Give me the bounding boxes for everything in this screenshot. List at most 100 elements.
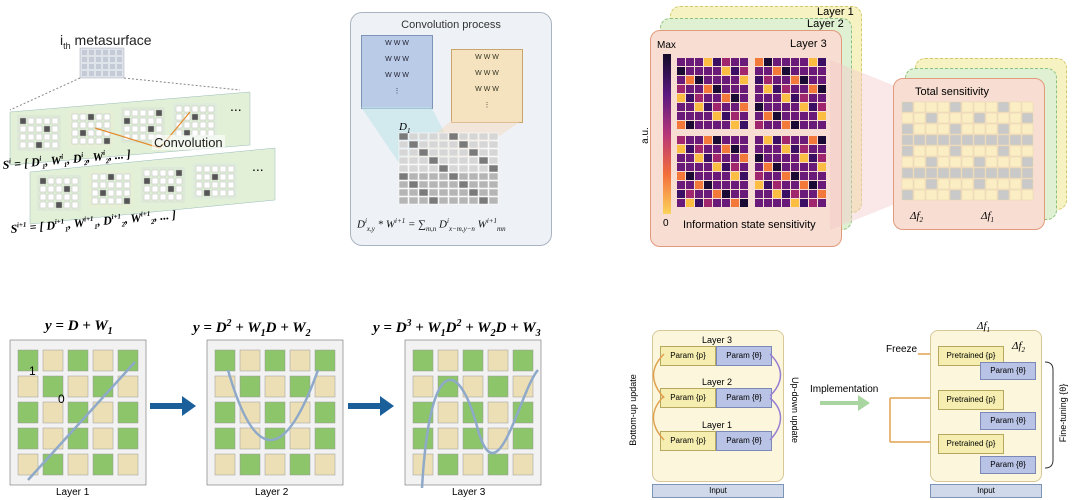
heatmap-cell bbox=[818, 121, 826, 129]
heatmap-cell bbox=[740, 76, 748, 84]
d1-cell bbox=[468, 188, 479, 197]
implementation-arrow bbox=[820, 401, 858, 405]
feature-tile-cell bbox=[79, 137, 87, 145]
heatmap-cell bbox=[722, 136, 730, 144]
heatmap-cell bbox=[755, 136, 763, 144]
sensitivity-cell bbox=[985, 145, 998, 157]
metasurface-cell bbox=[110, 57, 115, 62]
heatmap-cell bbox=[713, 58, 721, 66]
heatmap-cell bbox=[704, 121, 712, 129]
sensitivity-cell bbox=[937, 189, 950, 201]
d1-cell bbox=[408, 148, 419, 157]
heatmap-cell bbox=[722, 199, 730, 207]
unit-cell bbox=[67, 427, 89, 450]
feature-tile-cell bbox=[183, 113, 191, 121]
heatmap-cell bbox=[740, 181, 748, 189]
heatmap-cell bbox=[791, 154, 799, 162]
feature-tile-cell bbox=[79, 121, 87, 129]
feature-tile-cell bbox=[27, 141, 35, 149]
heatmap-cell bbox=[686, 163, 694, 171]
feature-tile-cell bbox=[71, 137, 79, 145]
heatmap-cell bbox=[782, 172, 790, 180]
d1-cell bbox=[458, 172, 469, 181]
heatmap-cell bbox=[755, 199, 763, 207]
heatmap-cell bbox=[695, 121, 703, 129]
unit-cell bbox=[67, 349, 89, 372]
d1-cell bbox=[428, 140, 439, 149]
feature-tile-cell bbox=[87, 113, 95, 121]
equation-layer2: y = D2 + W1D + W2 bbox=[193, 318, 311, 339]
heatmap-cell bbox=[782, 76, 790, 84]
heatmap-cell bbox=[704, 190, 712, 198]
unit-cell bbox=[117, 375, 139, 398]
feature-tile-cell bbox=[175, 105, 183, 113]
heatmap-cell bbox=[686, 154, 694, 162]
heatmap-cell bbox=[800, 190, 808, 198]
unit-cell bbox=[462, 349, 484, 372]
d1-cell bbox=[478, 180, 489, 189]
heatmap-cell bbox=[818, 190, 826, 198]
heatmap-cell bbox=[713, 172, 721, 180]
d1-cell bbox=[458, 196, 469, 205]
feature-tile-cell bbox=[91, 173, 99, 181]
heatmap-cell bbox=[731, 85, 739, 93]
convolution-formula: Dix,y * Wi+1 = ∑m,n Dix−m,y−n Wi+1mn bbox=[357, 217, 506, 233]
feature-tile-cell bbox=[167, 177, 175, 185]
d1-cell bbox=[438, 164, 449, 173]
d1-cell bbox=[458, 188, 469, 197]
unit-cell bbox=[67, 401, 89, 424]
feature-tile-cell bbox=[79, 113, 87, 121]
heatmap-cell bbox=[686, 103, 694, 111]
sensitivity-cell bbox=[973, 178, 986, 190]
unit-cell bbox=[487, 349, 509, 372]
sensitivity-cell bbox=[1009, 145, 1022, 157]
unit-cell bbox=[314, 401, 336, 424]
heatmap-cell bbox=[722, 163, 730, 171]
sensitivity-cell bbox=[913, 189, 926, 201]
feature-tile-cell bbox=[43, 125, 51, 133]
left-input-bar: Input bbox=[652, 484, 784, 498]
feature-tile-cell bbox=[99, 173, 107, 181]
heatmap-cell bbox=[791, 163, 799, 171]
freeze-label: Freeze bbox=[886, 344, 918, 355]
sensitivity-cell bbox=[901, 167, 914, 179]
feature-tile-cell bbox=[123, 189, 131, 197]
heatmap-cell bbox=[782, 136, 790, 144]
sensitivity-cell bbox=[973, 101, 986, 113]
heatmap-cell bbox=[686, 94, 694, 102]
heatmap-cell bbox=[686, 199, 694, 207]
d1-cell bbox=[418, 172, 429, 181]
d1-cell bbox=[458, 156, 469, 165]
heatmap-cell bbox=[764, 67, 772, 75]
feature-tile-cell bbox=[203, 181, 211, 189]
heatmap-cell bbox=[740, 145, 748, 153]
heatmap-cell bbox=[818, 145, 826, 153]
feature-tile-cell bbox=[47, 201, 55, 209]
heatmap-cell bbox=[731, 121, 739, 129]
feature-tile-cell bbox=[199, 121, 207, 129]
unit-cell bbox=[239, 349, 261, 372]
cell-one-label: 1 bbox=[29, 364, 36, 378]
d1-cell bbox=[468, 132, 479, 141]
heatmap-cell bbox=[722, 190, 730, 198]
metasurface-cell bbox=[82, 71, 87, 76]
sensitivity-cell bbox=[937, 178, 950, 190]
heatmap-cell bbox=[773, 67, 781, 75]
d1-cell bbox=[448, 188, 459, 197]
unit-cell bbox=[17, 453, 39, 476]
heatmap-cell bbox=[677, 163, 685, 171]
heatmap-cell bbox=[764, 94, 772, 102]
heatmap-cell bbox=[731, 94, 739, 102]
sensitivity-cell bbox=[949, 112, 962, 124]
heatmap-cell bbox=[713, 199, 721, 207]
heatmap-cell bbox=[686, 112, 694, 120]
heatmap-cell bbox=[740, 85, 748, 93]
heatmap-cell bbox=[782, 85, 790, 93]
heatmap-cell bbox=[695, 172, 703, 180]
sensitivity-cell bbox=[973, 112, 986, 124]
heatmap-cell bbox=[764, 199, 772, 207]
heatmap-cell bbox=[755, 190, 763, 198]
feature-tile-cell bbox=[219, 181, 227, 189]
feature-tile-cell bbox=[27, 125, 35, 133]
